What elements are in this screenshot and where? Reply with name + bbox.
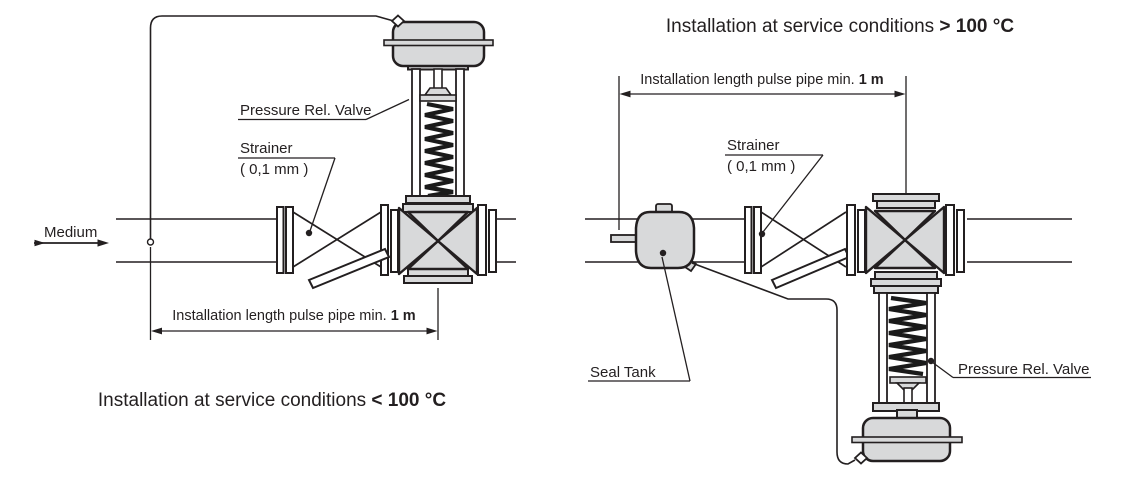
strainer-label: Strainer	[727, 137, 780, 154]
strainer-size-label: ( 0,1 mm )	[240, 161, 308, 178]
strainer-flanges	[744, 206, 762, 274]
spring-housing-right	[872, 285, 940, 412]
housing-rail-right	[926, 292, 936, 405]
actuator-diaphragm-flange	[383, 39, 494, 47]
strainer-leg	[307, 247, 391, 290]
arrowhead-right	[97, 239, 109, 247]
valve-top-flange	[872, 193, 940, 209]
valve-cross-triangles	[397, 206, 479, 276]
valve-bottom-flange	[870, 271, 942, 287]
dimension-left	[149, 247, 439, 340]
pressure-relief-valve-body-left	[397, 195, 497, 284]
pulse-pipe-tap-point	[146, 238, 155, 246]
title-right: Installation at service conditions > 100…	[666, 16, 1014, 37]
label-leaders-left	[238, 98, 410, 232]
dim-arrowhead-left	[151, 327, 162, 335]
seal-tank-body	[634, 210, 696, 270]
spring-seat-flare	[423, 87, 453, 96]
housing-rail-right	[455, 68, 465, 198]
housing-rail-left	[411, 68, 421, 198]
dimension-right	[618, 76, 907, 230]
pulse-pipe-connector-diamond	[390, 14, 406, 28]
seal-tank-left-stub	[610, 234, 638, 243]
pressure-relief-valve-body-right	[846, 193, 965, 287]
arrowhead-start	[34, 239, 45, 247]
diagram-right: Installation at service conditions > 100…	[585, 16, 1091, 465]
dim-arrowhead-right	[894, 90, 906, 98]
dim-arrowhead-left	[619, 90, 631, 98]
dim-arrowhead-right	[426, 327, 438, 335]
actuator-diaphragm-flange	[851, 436, 963, 444]
valve-side-flanges	[846, 204, 965, 276]
label-leaders-right	[588, 154, 1091, 382]
dimension-label-left: Installation length pulse pipe min. 1 m	[172, 308, 415, 324]
seal-tank-label: Seal Tank	[590, 364, 656, 381]
housing-rail-left	[878, 292, 888, 405]
medium-flow-arrow	[34, 239, 109, 247]
strainer-flanges	[276, 204, 399, 276]
spring-seat-plate	[889, 376, 927, 384]
spring-seat-plate	[419, 94, 457, 102]
housing-bottom-plate	[405, 195, 471, 204]
strainer-left-diagram	[276, 204, 399, 290]
pulse-pipe-connector-diamond	[853, 451, 869, 465]
valve-bottom-flange	[403, 268, 473, 284]
pulse-pipe-right	[691, 262, 856, 465]
spring-coil	[888, 295, 927, 377]
caption-left: Installation at service conditions < 100…	[98, 390, 446, 411]
actuator-right	[851, 409, 963, 465]
seal-tank	[610, 203, 698, 273]
diagram-left: Medium Pressure Rel. Valve Strainer ( 0,…	[34, 14, 516, 411]
housing-top-plate	[873, 285, 939, 294]
medium-label: Medium	[44, 224, 97, 241]
valve-cross-triangles	[864, 205, 946, 275]
strainer-label: Strainer	[240, 140, 293, 157]
strainer-right-diagram	[744, 206, 851, 290]
valve-side-flanges	[477, 204, 497, 276]
pipe-left-diagram	[116, 218, 516, 263]
actuator-left	[383, 14, 494, 68]
strainer-leader-dot	[305, 229, 313, 237]
pressure-rel-valve-label: Pressure Rel. Valve	[958, 361, 1089, 378]
pulse-pipe-left	[146, 15, 393, 246]
strainer-leader-dot	[758, 230, 766, 238]
spring-coil	[424, 101, 454, 199]
strainer-size-label: ( 0,1 mm )	[727, 158, 795, 175]
seal-tank-leader-dot	[659, 249, 667, 257]
pressure-rel-valve-label: Pressure Rel. Valve	[240, 102, 371, 119]
dimension-label-right: Installation length pulse pipe min. 1 m	[640, 72, 883, 88]
valve-stem	[433, 68, 443, 91]
